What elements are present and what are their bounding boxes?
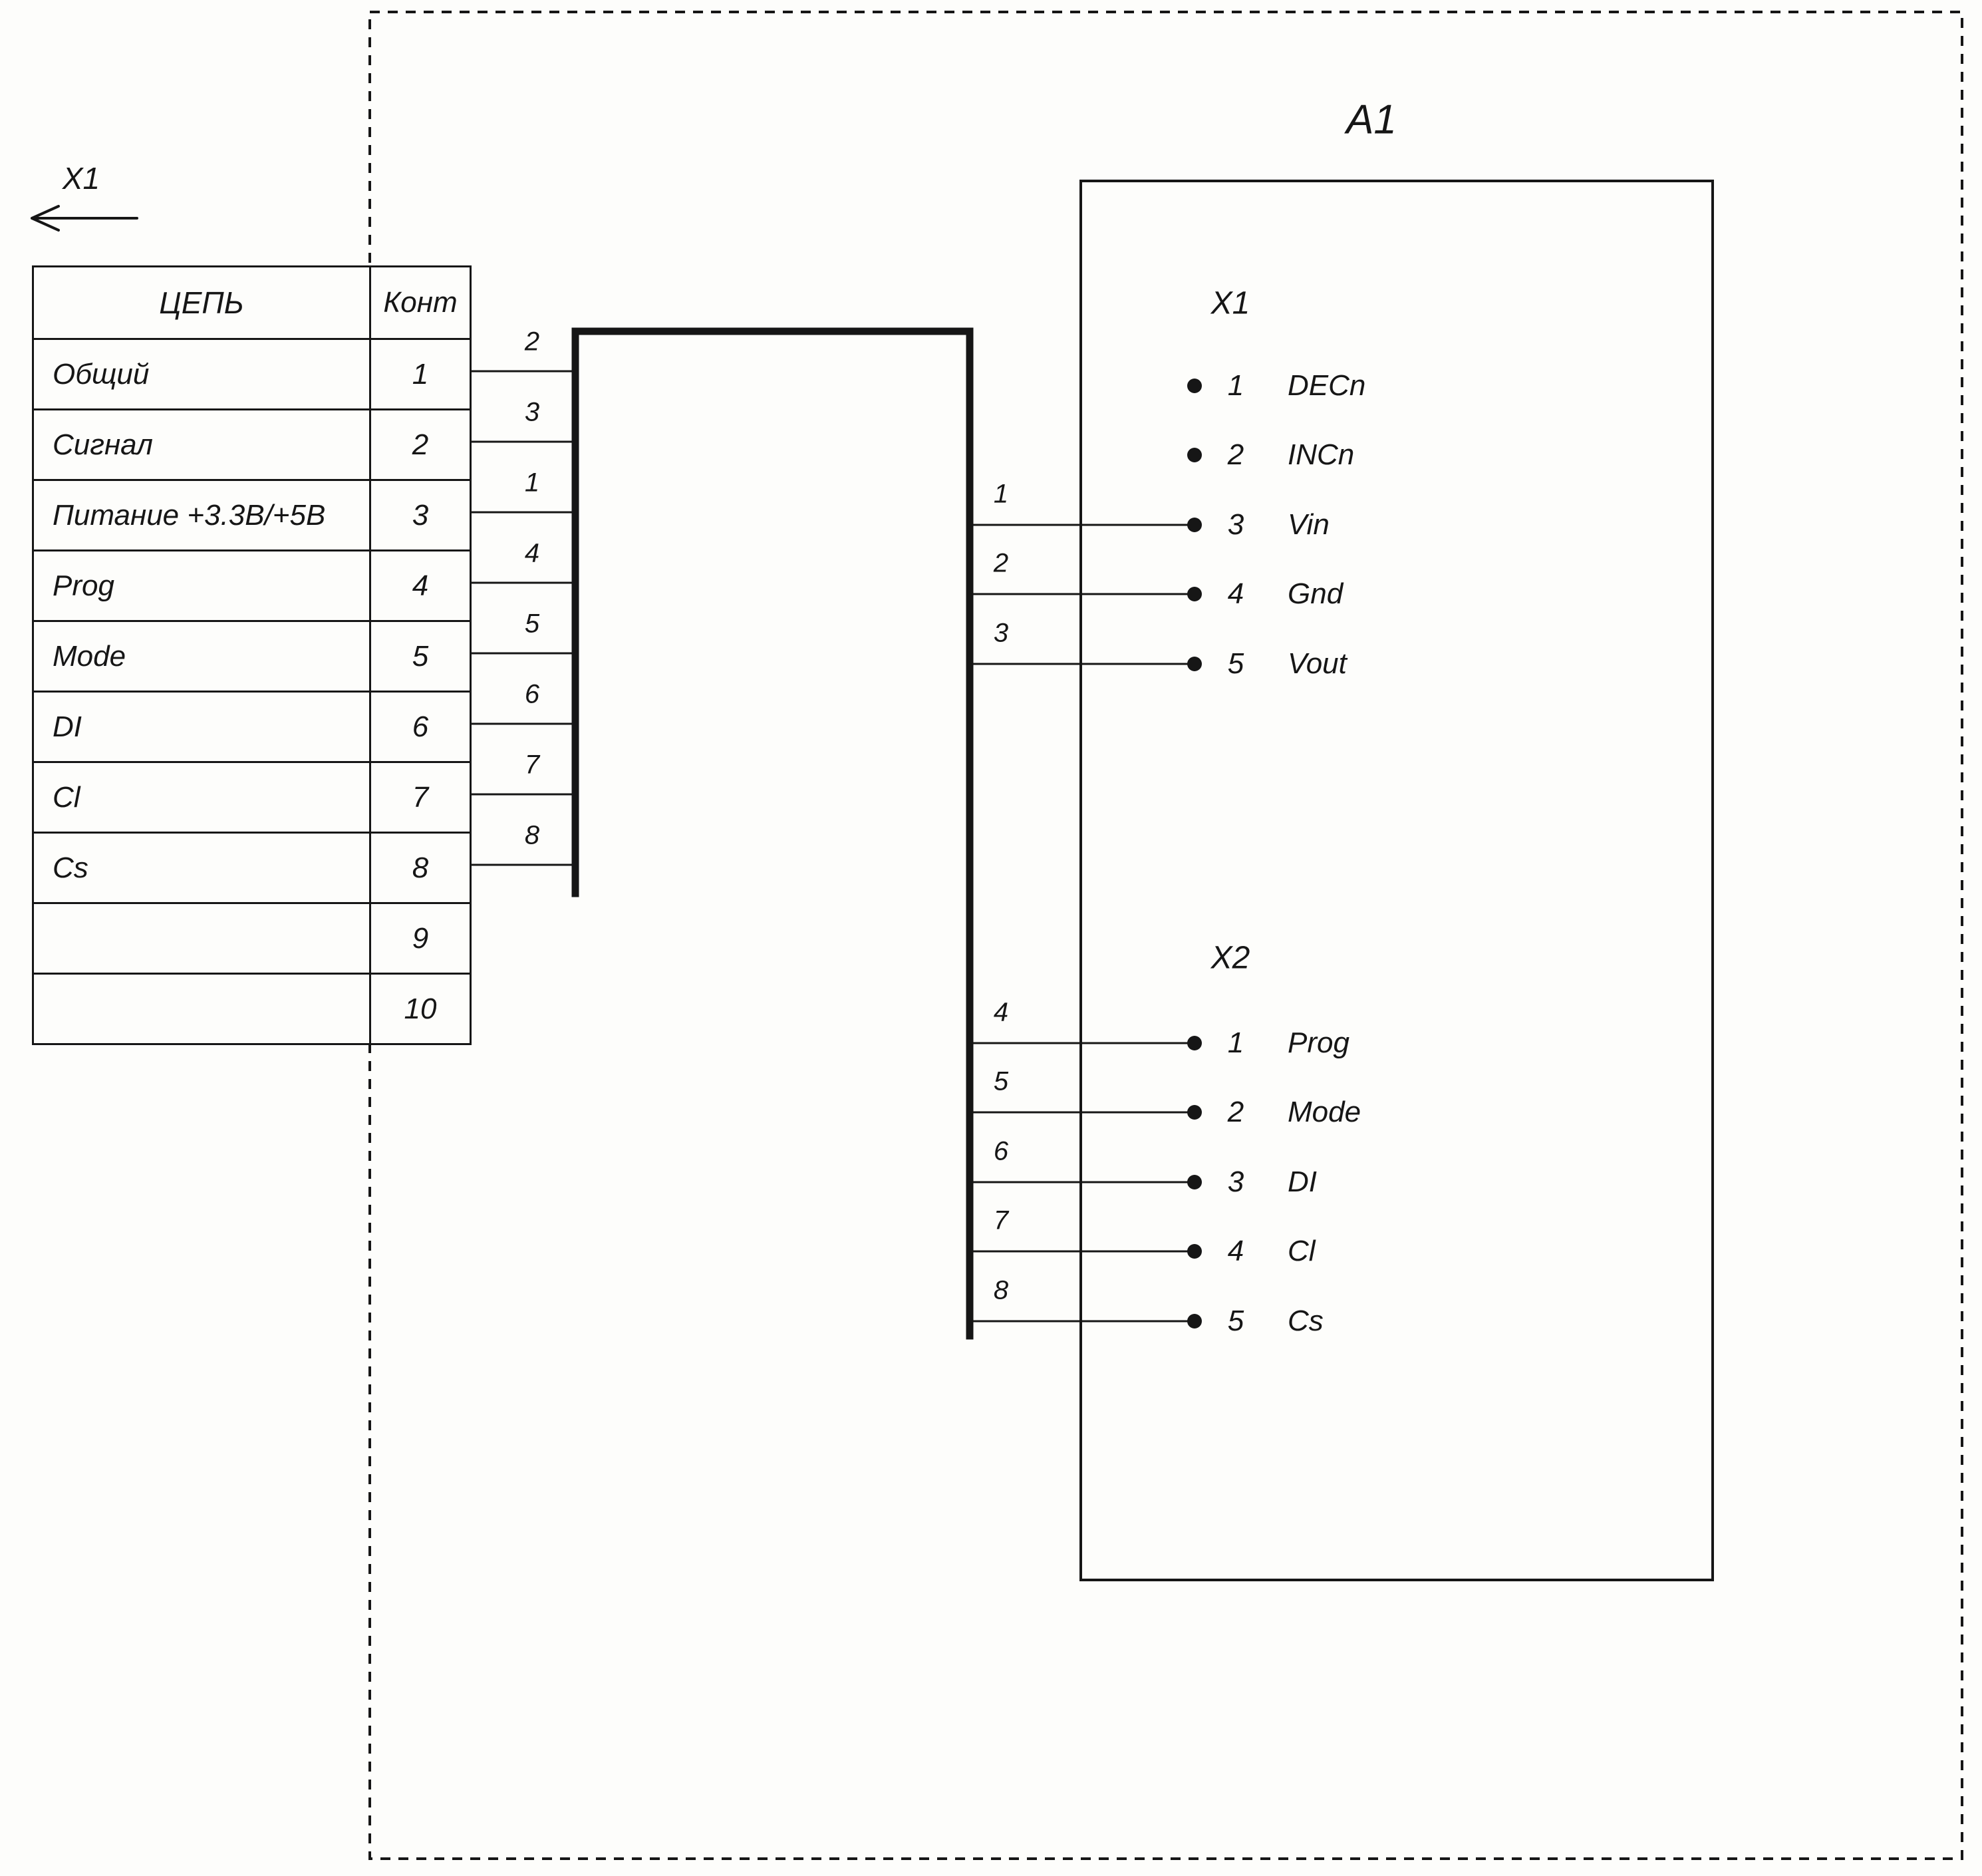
module-pin: 1 DECn [1221,365,1366,407]
wire-number: 4 [524,538,540,568]
wire-number: 7 [993,1205,1009,1235]
module-pin: 4 Gnd [1221,573,1343,615]
pin-number: 4 [412,569,429,602]
module-a1-outline [1079,180,1714,1581]
module-pin-number: 3 [1227,508,1244,541]
table-row: 9 [34,902,470,973]
circuit-name: Питание +3.3В/+5В [34,481,371,549]
circuit-name: Общий [34,340,371,408]
wire-number: 6 [524,679,540,709]
assembly-dashed-border [368,11,1963,1860]
pin-number: 8 [412,851,429,884]
wire-number: 4 [993,997,1009,1027]
circuit-name [34,975,371,1043]
wire-number: 3 [524,397,540,427]
module-pin: 5 Cs [1221,1300,1324,1342]
module-pin-number: 3 [1227,1166,1244,1198]
cable-arrow-icon [31,205,138,232]
wire-number: 5 [524,609,540,639]
wire-number: 8 [524,820,540,850]
connector-x2-heading: X2 [1210,940,1250,976]
pin-number: 10 [404,992,437,1025]
module-pin-name: Vout [1288,647,1347,680]
wire-number: 2 [993,548,1009,578]
table-header-circuit: ЦЕПЬ [34,267,371,338]
pin-number: 6 [412,710,429,743]
wire-number: 6 [993,1136,1009,1166]
pin-number: 2 [412,428,429,461]
circuit-name: DI [34,693,371,761]
circuit-name [34,904,371,973]
wire-number: 1 [524,468,540,498]
table-header-row: ЦЕПЬ Конт [34,267,470,338]
circuit-name: Cs [34,834,371,902]
connector-pin-table: ЦЕПЬ Конт Общий 1 Сигнал 2 Питание +3.3В… [32,265,472,1045]
wire-number: 3 [993,618,1009,648]
module-pin-number: 1 [1227,1026,1244,1059]
cable-bus-line [571,327,974,1340]
module-pin-number: 5 [1227,1305,1244,1337]
module-pin-name: INCn [1288,438,1355,471]
module-pin: 3 Vin [1221,504,1330,546]
module-pin: 3 DI [1221,1161,1317,1203]
table-row: Prog 4 [34,549,470,620]
wire-number: 5 [993,1066,1009,1096]
pin-number: 3 [412,498,429,532]
wire-number: 7 [524,750,540,780]
pin-terminal-dots [1187,379,1202,1329]
module-designator: A1 [1346,96,1397,143]
module-pin-name: Mode [1288,1096,1361,1128]
circuit-name: Сигнал [34,410,371,479]
pin-number: 7 [412,780,429,814]
module-pin-name: Prog [1288,1026,1349,1059]
module-pin-number: 2 [1227,1096,1244,1128]
connector-x1-heading: X1 [1210,285,1250,321]
table-row: Cs 8 [34,832,470,902]
table-header-pin: Конт [383,286,458,319]
table-row: Cl 7 [34,761,470,832]
module-pin: 5 Vout [1221,643,1347,685]
circuit-name: Cl [34,763,371,832]
table-row: Питание +3.3В/+5В 3 [34,479,470,549]
module-pin-name: DI [1288,1166,1317,1198]
table-row: Mode 5 [34,620,470,691]
module-pin-number: 1 [1227,369,1244,402]
module-pin-name: Cs [1288,1305,1324,1337]
circuit-name: Prog [34,551,371,620]
module-pin-number: 4 [1227,577,1244,610]
cable-designator: X1 [62,161,100,196]
wire-number: 1 [993,479,1009,509]
table-row: 10 [34,973,470,1043]
wire-number: 2 [524,327,540,357]
table-row: DI 6 [34,691,470,761]
module-pin-name: DECn [1288,369,1366,402]
module-pin-number: 5 [1227,647,1244,680]
module-pin: 4 Cl [1221,1230,1316,1273]
module-pin-name: Gnd [1288,577,1344,610]
table-row: Общий 1 [34,338,470,408]
module-pin-number: 4 [1227,1235,1244,1267]
pin-number: 5 [412,639,429,673]
module-pin: 1 Prog [1221,1022,1349,1064]
module-pin: 2 INCn [1221,434,1355,476]
module-pin-name: Vin [1288,508,1330,541]
module-pin-name: Cl [1288,1235,1316,1267]
pin-number: 9 [412,921,429,955]
module-pin: 2 Mode [1221,1091,1361,1134]
pin-number: 1 [412,357,429,391]
wire-number: 8 [993,1275,1009,1305]
module-pin-number: 2 [1227,438,1244,471]
table-row: Сигнал 2 [34,408,470,479]
table-stub-wires [470,370,578,866]
circuit-name: Mode [34,622,371,691]
